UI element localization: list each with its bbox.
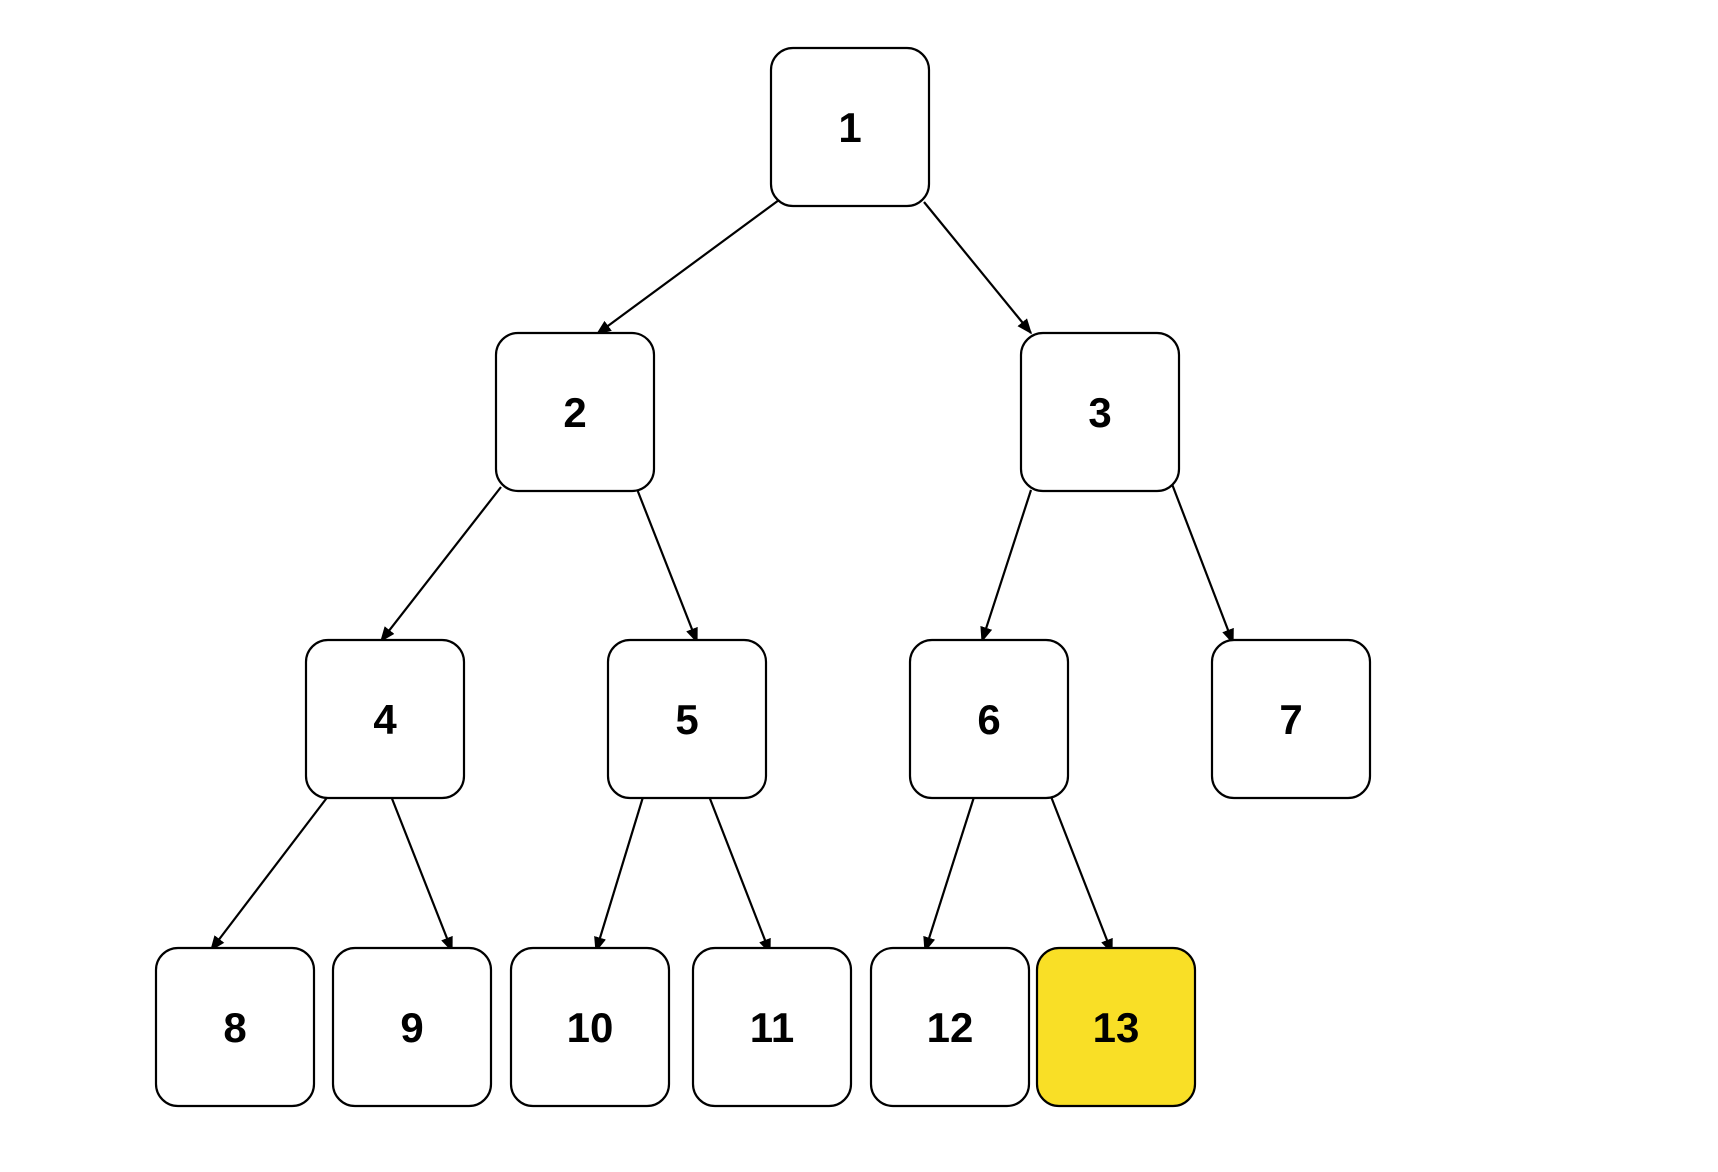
node-label: 3 bbox=[1088, 389, 1111, 436]
edge-2-to-4 bbox=[380, 486, 502, 643]
tree-node-8: 8 bbox=[154, 946, 316, 1108]
tree-node-3: 3 bbox=[1019, 331, 1181, 493]
tree-node-5: 5 bbox=[606, 638, 768, 800]
node-box bbox=[331, 946, 493, 1108]
tree-node-11: 11 bbox=[691, 946, 853, 1108]
node-label: 13 bbox=[1093, 1004, 1140, 1051]
node-label: 10 bbox=[567, 1004, 614, 1051]
tree-node-13: 13 bbox=[1035, 946, 1197, 1108]
node-label: 5 bbox=[675, 696, 698, 743]
node-box bbox=[606, 638, 768, 800]
node-label: 12 bbox=[927, 1004, 974, 1051]
node-box bbox=[304, 638, 466, 800]
edge-2-to-5 bbox=[633, 483, 699, 644]
edge-1-to-2 bbox=[595, 199, 780, 335]
node-label: 9 bbox=[400, 1004, 423, 1051]
node-box bbox=[908, 638, 1070, 800]
edge-6-to-13 bbox=[1048, 793, 1114, 955]
node-box bbox=[691, 946, 853, 1108]
edge-5-to-10 bbox=[594, 796, 645, 953]
tree-node-7: 7 bbox=[1210, 638, 1372, 800]
tree-node-1: 1 bbox=[769, 46, 931, 208]
node-label: 6 bbox=[977, 696, 1000, 743]
node-box bbox=[509, 946, 671, 1108]
edge-1-to-3 bbox=[923, 201, 1032, 335]
node-label: 4 bbox=[373, 696, 397, 743]
edges-layer bbox=[210, 199, 1235, 955]
edge-3-to-6 bbox=[980, 489, 1033, 643]
node-box bbox=[494, 331, 656, 493]
node-label: 8 bbox=[223, 1004, 246, 1051]
node-box bbox=[154, 946, 316, 1108]
edge-4-to-9 bbox=[387, 790, 454, 953]
tree-node-9: 9 bbox=[331, 946, 493, 1108]
tree-node-12: 12 bbox=[869, 946, 1031, 1108]
tree-node-6: 6 bbox=[908, 638, 1070, 800]
tree-node-4: 4 bbox=[304, 638, 466, 800]
tree-node-10: 10 bbox=[509, 946, 671, 1108]
node-label: 11 bbox=[750, 1004, 794, 1051]
node-box bbox=[1019, 331, 1181, 493]
node-box bbox=[869, 946, 1031, 1108]
node-box bbox=[769, 46, 931, 208]
edge-5-to-11 bbox=[705, 790, 772, 955]
edge-3-to-7 bbox=[1170, 483, 1235, 645]
highlighted-node-box bbox=[1035, 946, 1197, 1108]
edge-6-to-12 bbox=[923, 796, 976, 953]
node-label: 1 bbox=[838, 104, 861, 151]
tree-node-2: 2 bbox=[494, 331, 656, 493]
edge-4-to-8 bbox=[210, 794, 330, 952]
node-label: 7 bbox=[1279, 696, 1302, 743]
node-box bbox=[1210, 638, 1372, 800]
node-label: 2 bbox=[563, 389, 586, 436]
